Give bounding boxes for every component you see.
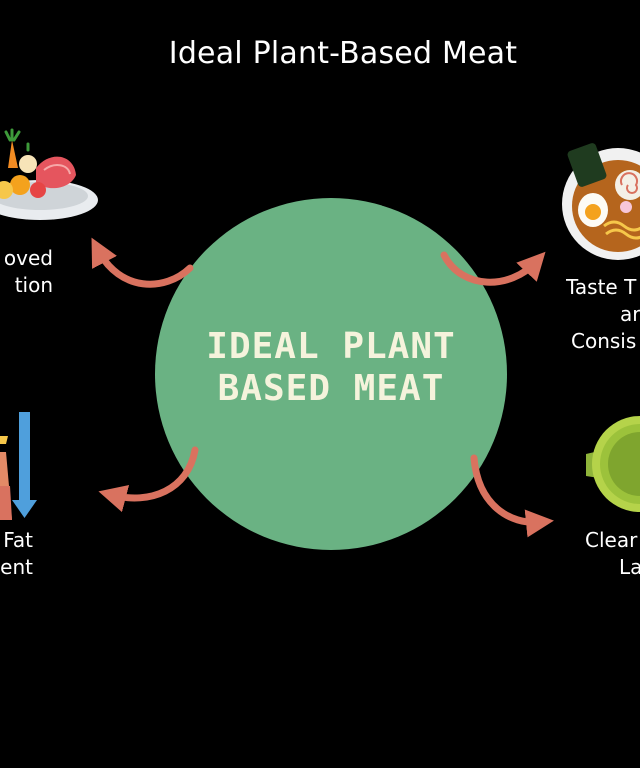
food-plate-icon [0, 128, 98, 220]
node-label-top-right-line-3: Consis [571, 329, 637, 353]
node-label-bottom-right: Clear La [585, 527, 640, 581]
center-label-line-1: IDEAL PLANT [206, 326, 456, 367]
page-title: Ideal Plant-Based Meat [168, 36, 518, 71]
node-label-bottom-left-line-2: ent [0, 555, 33, 579]
ramen-bowl-icon [562, 143, 640, 260]
center-label-line-2: BASED MEAT [217, 368, 445, 409]
node-label-bottom-right-line-2: La [619, 555, 640, 579]
node-label-top-left-line-2: tion [14, 273, 53, 297]
arrow-to-bottom-right [470, 454, 554, 538]
arrow-to-bottom-left [98, 446, 199, 513]
node-label-top-left: oved tion [0, 245, 53, 299]
node-label-top-left-line-1: oved [3, 246, 53, 270]
node-label-bottom-left: Fat ent [0, 527, 33, 581]
node-label-bottom-right-line-1: Clear [585, 528, 638, 552]
node-label-top-right: Taste T ar Consis [566, 274, 640, 355]
node-label-bottom-left-line-1: Fat [3, 528, 33, 552]
green-badge-icon [586, 416, 640, 512]
down-arrow-chart-icon [0, 412, 37, 520]
center-label: IDEAL PLANT BASED MEAT [155, 326, 507, 410]
node-label-top-right-line-1: Taste T [566, 275, 637, 299]
arrow-to-top-left [91, 237, 194, 288]
node-label-top-right-line-2: ar [620, 302, 640, 326]
arrow-to-top-right [440, 251, 546, 286]
